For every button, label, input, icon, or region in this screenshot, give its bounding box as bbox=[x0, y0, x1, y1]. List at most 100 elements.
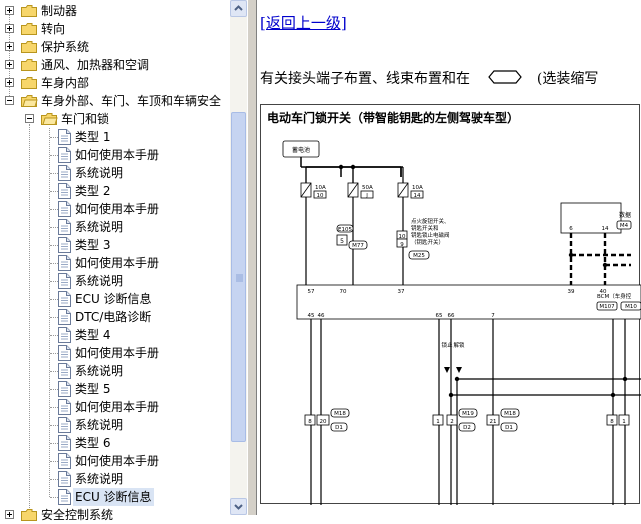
tree-page-24[interactable]: 类型 6 bbox=[0, 434, 230, 452]
connector-label: M19 bbox=[462, 411, 474, 417]
expand-icon[interactable] bbox=[5, 24, 14, 33]
connector-m18 bbox=[330, 408, 350, 418]
tree-page-21[interactable]: 类型 5 bbox=[0, 380, 230, 398]
pin-label: 8 bbox=[308, 419, 312, 425]
tree-connector bbox=[50, 335, 58, 336]
collapse-icon[interactable] bbox=[5, 96, 14, 105]
tree-item-label: 制动器 bbox=[41, 4, 78, 18]
wire bbox=[300, 182, 312, 198]
tree-page-10[interactable]: 类型 2 bbox=[0, 182, 230, 200]
tree-page-19[interactable]: 如何使用本手册 bbox=[0, 344, 230, 362]
connector-d1 bbox=[330, 422, 348, 432]
connector-label: D1 bbox=[505, 425, 513, 431]
tree-page-7[interactable]: 类型 1 bbox=[0, 128, 230, 146]
scroll-thumb[interactable] bbox=[231, 112, 246, 442]
expand-icon[interactable] bbox=[5, 42, 14, 51]
wire bbox=[347, 182, 359, 198]
connector-label: M107 bbox=[599, 304, 615, 310]
fuse-amp: 10A bbox=[412, 185, 423, 191]
tree-connector bbox=[50, 281, 58, 282]
tree-folder-2[interactable]: 保护系统 bbox=[0, 38, 230, 56]
tree-item-label: 如何使用本手册 bbox=[75, 256, 160, 270]
connector-label: M25 bbox=[413, 253, 425, 259]
tree-connector bbox=[29, 124, 30, 520]
pane-splitter[interactable] bbox=[247, 0, 257, 515]
tree-page-18[interactable]: 类型 4 bbox=[0, 326, 230, 344]
collapse-icon[interactable] bbox=[25, 114, 34, 123]
ignition-switch-label: 钥匙开关和 bbox=[411, 224, 439, 232]
tree-connector bbox=[50, 227, 58, 228]
tree-item-label: 系统说明 bbox=[75, 166, 124, 180]
document-icon bbox=[58, 381, 71, 397]
tree-folder-5[interactable]: 车身外部、车门、车顶和车辆安全 bbox=[0, 92, 230, 110]
tree-page-20[interactable]: 系统说明 bbox=[0, 362, 230, 380]
tree-page-23[interactable]: 系统说明 bbox=[0, 416, 230, 434]
connector-label: M4 bbox=[620, 223, 629, 229]
tree-folder-6[interactable]: 车门和锁 bbox=[0, 110, 230, 128]
bcm-bottom-pin: 45 bbox=[308, 313, 315, 319]
scroll-down-button[interactable] bbox=[230, 498, 247, 515]
expand-icon[interactable] bbox=[5, 510, 14, 519]
tree-folder-1[interactable]: 转向 bbox=[0, 20, 230, 38]
hexagon-icon bbox=[488, 70, 523, 84]
tree-connector bbox=[50, 191, 58, 192]
tree-page-9[interactable]: 系统说明 bbox=[0, 164, 230, 182]
fuse-number: 10 bbox=[317, 193, 324, 199]
navigation-tree: 制动器转向保护系统通风、加热器和空调车身内部车身外部、车门、车顶和车辆安全车门和… bbox=[0, 0, 230, 522]
tree-page-13[interactable]: 类型 3 bbox=[0, 236, 230, 254]
tree-page-12[interactable]: 系统说明 bbox=[0, 218, 230, 236]
tree-page-14[interactable]: 如何使用本手册 bbox=[0, 254, 230, 272]
tree-connector bbox=[50, 263, 58, 264]
tree-folder-4[interactable]: 车身内部 bbox=[0, 74, 230, 92]
tree-page-22[interactable]: 如何使用本手册 bbox=[0, 398, 230, 416]
tree-item-label: 如何使用本手册 bbox=[75, 400, 160, 414]
document-icon bbox=[58, 417, 71, 433]
bcm-bottom-pin: 46 bbox=[318, 313, 325, 319]
tree-folder-3[interactable]: 通风、加热器和空调 bbox=[0, 56, 230, 74]
tree-connector bbox=[50, 371, 58, 372]
pin-box bbox=[606, 414, 618, 426]
bcm-top-pin: 57 bbox=[308, 289, 315, 295]
expand-icon[interactable] bbox=[5, 6, 14, 15]
fuse-amp: 50A bbox=[362, 185, 373, 191]
tree-folder-28[interactable]: 安全控制系统 bbox=[0, 506, 230, 524]
tree-page-16[interactable]: ECU 诊断信息 bbox=[0, 290, 230, 308]
battery-label: 蓄电池 bbox=[292, 146, 310, 154]
tree-item-label: ECU 诊断信息 bbox=[75, 292, 152, 306]
tree-scrollbar[interactable] bbox=[230, 0, 247, 515]
expand-icon[interactable] bbox=[5, 78, 14, 87]
connector-d1 bbox=[500, 422, 518, 432]
document-icon bbox=[58, 219, 71, 235]
connector-label: D2 bbox=[463, 425, 471, 431]
pin-box bbox=[432, 414, 444, 426]
document-icon bbox=[58, 237, 71, 253]
tree-page-8[interactable]: 如何使用本手册 bbox=[0, 146, 230, 164]
back-link[interactable]: [返回上一级] bbox=[260, 14, 347, 32]
document-icon bbox=[58, 273, 71, 289]
tree-folder-0[interactable]: 制动器 bbox=[0, 2, 230, 20]
ignition-switch-label: 点火旋钮开关、 bbox=[411, 217, 450, 225]
tree-page-17[interactable]: DTC/电路诊断 bbox=[0, 308, 230, 326]
tree-page-26[interactable]: 系统说明 bbox=[0, 470, 230, 488]
data-box bbox=[560, 202, 622, 234]
connector-label: M10 bbox=[625, 304, 637, 310]
tree-item-label: 系统说明 bbox=[75, 274, 124, 288]
pin-label: 2 bbox=[450, 419, 454, 425]
folder-icon bbox=[21, 41, 37, 53]
tree-page-15[interactable]: 系统说明 bbox=[0, 272, 230, 290]
pin-box bbox=[336, 234, 348, 246]
tree-item-label: 类型 2 bbox=[75, 184, 111, 198]
tree-item-label: 类型 4 bbox=[75, 328, 111, 342]
bcm-top-pin: 39 bbox=[568, 289, 575, 295]
tree-page-25[interactable]: 如何使用本手册 bbox=[0, 452, 230, 470]
connector-label: E105 bbox=[338, 227, 352, 233]
folder-icon bbox=[21, 23, 37, 35]
scroll-up-button[interactable] bbox=[230, 0, 247, 17]
tree-page-11[interactable]: 如何使用本手册 bbox=[0, 200, 230, 218]
tree-page-27[interactable]: ECU 诊断信息 bbox=[0, 488, 230, 506]
expand-icon[interactable] bbox=[5, 60, 14, 69]
bcm-top-pin: 37 bbox=[398, 289, 405, 295]
junction-dot bbox=[350, 164, 356, 170]
tree-item-label: 系统说明 bbox=[75, 220, 124, 234]
bcm-connector bbox=[596, 301, 618, 311]
